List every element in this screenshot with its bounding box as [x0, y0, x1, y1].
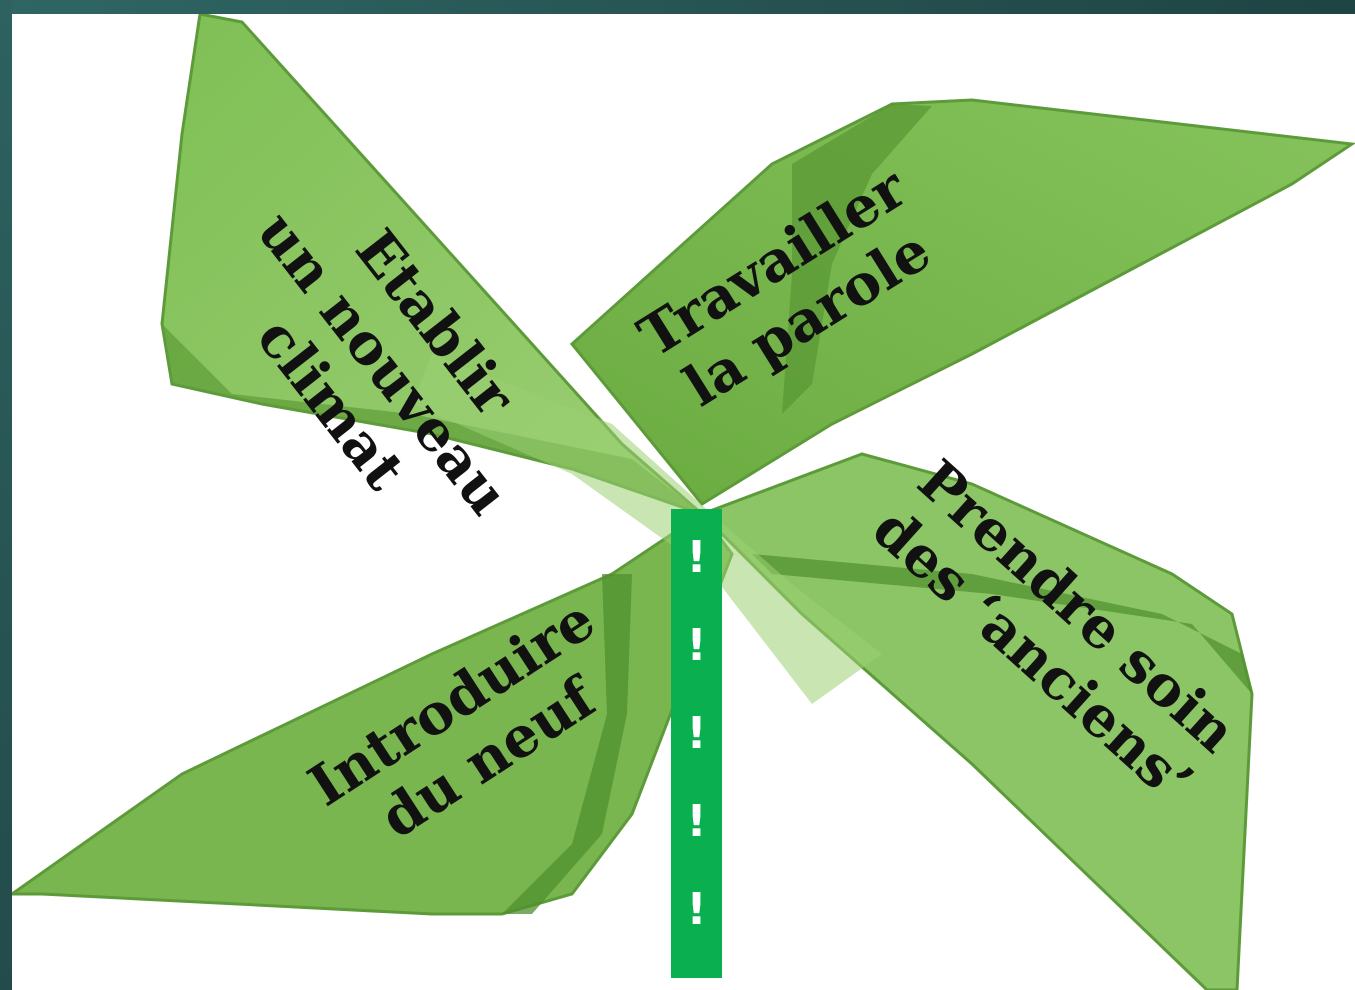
slide-canvas: Etablir un nouveau climat Travailler la …: [12, 14, 1355, 990]
exclamation-mark-3: !: [686, 708, 707, 759]
pinwheel-graphic: [12, 14, 1355, 990]
exclamation-bar: ! ! ! ! !: [671, 509, 722, 978]
exclamation-mark-4: !: [686, 796, 707, 847]
exclamation-mark-2: !: [686, 620, 707, 671]
blade-top-right: [569, 98, 1355, 506]
slide-frame-top: [0, 0, 1355, 14]
blade-bottom-left: [12, 511, 734, 916]
exclamation-mark-5: !: [686, 884, 707, 935]
ribbon-center: [412, 354, 882, 704]
slide-frame-left: [0, 0, 12, 990]
exclamation-mark-1: !: [686, 532, 707, 583]
